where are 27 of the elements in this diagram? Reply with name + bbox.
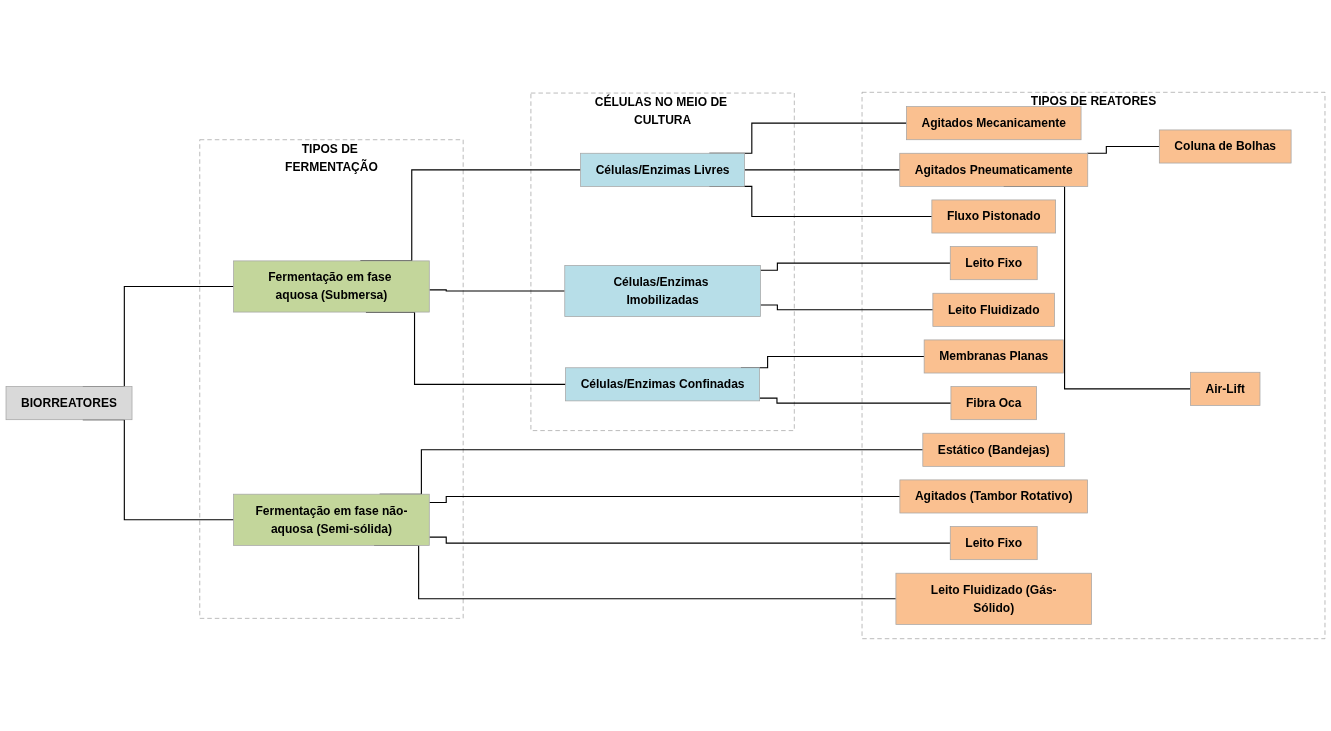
connector <box>428 495 901 503</box>
node-box: Fermentação em fase aquosa (Submersa) <box>233 260 430 313</box>
node-box: Agitados Mecanicamente <box>906 106 1082 141</box>
node-box: Fibra Oca <box>950 386 1037 421</box>
connector <box>1086 145 1160 154</box>
node-box: Leito Fixo <box>949 526 1038 561</box>
node-box: Coluna de Bolhas <box>1158 129 1292 164</box>
node-box: Leito Fluidizado <box>932 292 1055 327</box>
connector <box>744 169 901 171</box>
node-box: Leito Fluidizado (Gás-Sólido) <box>895 572 1092 625</box>
node-box: Células/Enzimas Confinadas <box>565 367 760 402</box>
connector <box>759 262 951 271</box>
node-box: Estático (Bandejas) <box>922 432 1066 467</box>
connector <box>428 536 951 544</box>
node-box: Agitados (Tambor Rotativo) <box>899 479 1088 514</box>
node-box: Fermentação em fase não-aquosa (Semi-sólida) <box>233 493 430 546</box>
node-box: Agitados Pneumaticamente <box>899 152 1089 187</box>
connector <box>759 304 934 311</box>
node-box: Air-Lift <box>1190 371 1261 406</box>
connector <box>428 289 566 292</box>
node-box: Fluxo Pistonado <box>931 199 1056 234</box>
node-box: BIORREATORES <box>5 386 133 421</box>
connector <box>759 397 952 404</box>
node-box: Células/Enzimas Imobilizadas <box>564 265 761 317</box>
node-box: Membranas Planas <box>923 339 1064 374</box>
node-box: Células/Enzimas Livres <box>580 152 745 187</box>
node-box: Leito Fixo <box>949 246 1038 281</box>
